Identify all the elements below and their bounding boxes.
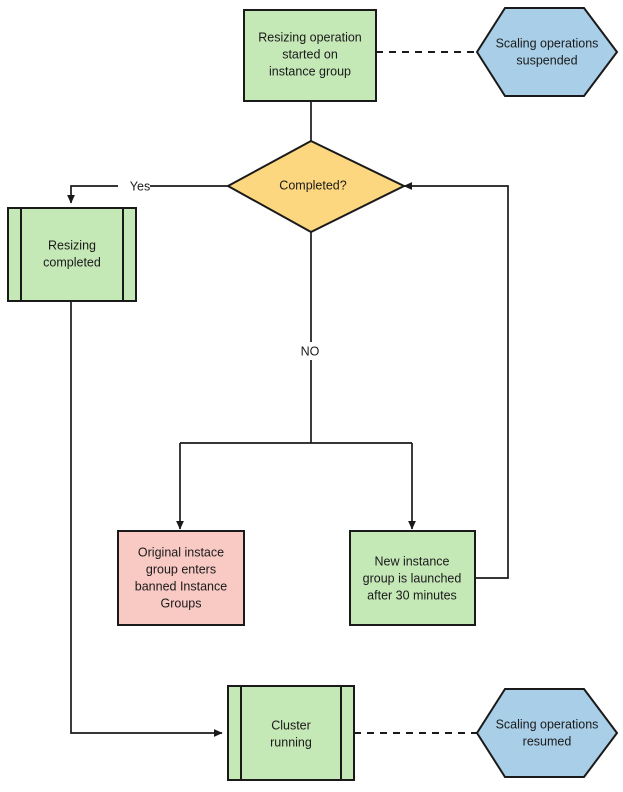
node-cluster-running[interactable]: Cluster running — [227, 685, 355, 781]
node-completed-decision[interactable]: Completed? — [225, 139, 407, 234]
node-resizing-started[interactable]: Resizing operation started on instance g… — [243, 9, 377, 102]
svg-text:Scaling operations: Scaling operations — [496, 717, 599, 731]
edge-label-yes: Yes — [118, 177, 150, 195]
edge-label-no: NO — [293, 342, 327, 360]
svg-text:Yes: Yes — [130, 179, 150, 193]
svg-text:NO: NO — [301, 344, 320, 358]
edge-new-group-launched-back-to-completed — [403, 182, 509, 579]
node-resizing-completed[interactable]: Resizing completed — [7, 207, 137, 302]
svg-text:completed: completed — [43, 255, 101, 269]
svg-text:banned Instance: banned Instance — [135, 579, 227, 593]
svg-text:running: running — [270, 735, 312, 749]
edge-completed-yes-to-resizing-completed — [67, 185, 228, 204]
svg-text:group is launched: group is launched — [363, 571, 462, 585]
svg-text:Resizing: Resizing — [48, 238, 96, 252]
svg-text:Resizing operation: Resizing operation — [258, 30, 362, 44]
svg-text:instance group: instance group — [269, 64, 351, 78]
node-original-group-banned[interactable]: Original instace group enters banned Ins… — [117, 530, 245, 626]
node-scaling-resumed[interactable]: Scaling operations resumed — [475, 688, 619, 778]
svg-text:group enters: group enters — [146, 562, 216, 576]
svg-text:resumed: resumed — [523, 734, 572, 748]
svg-text:after 30 minutes: after 30 minutes — [367, 588, 457, 602]
svg-text:started on: started on — [282, 47, 338, 61]
svg-text:Groups: Groups — [161, 596, 202, 610]
svg-text:Scaling operations: Scaling operations — [496, 36, 599, 50]
node-new-group-launched[interactable]: New instance group is launched after 30 … — [349, 530, 476, 626]
svg-text:Cluster: Cluster — [271, 718, 311, 732]
svg-text:New instance: New instance — [374, 554, 449, 568]
svg-text:Completed?: Completed? — [279, 178, 346, 192]
svg-text:Original instace: Original instace — [138, 545, 224, 559]
node-scaling-suspended[interactable]: Scaling operations suspended — [475, 7, 619, 97]
edge-resizing-completed-to-cluster-running — [70, 301, 223, 737]
svg-text:suspended: suspended — [516, 53, 577, 67]
